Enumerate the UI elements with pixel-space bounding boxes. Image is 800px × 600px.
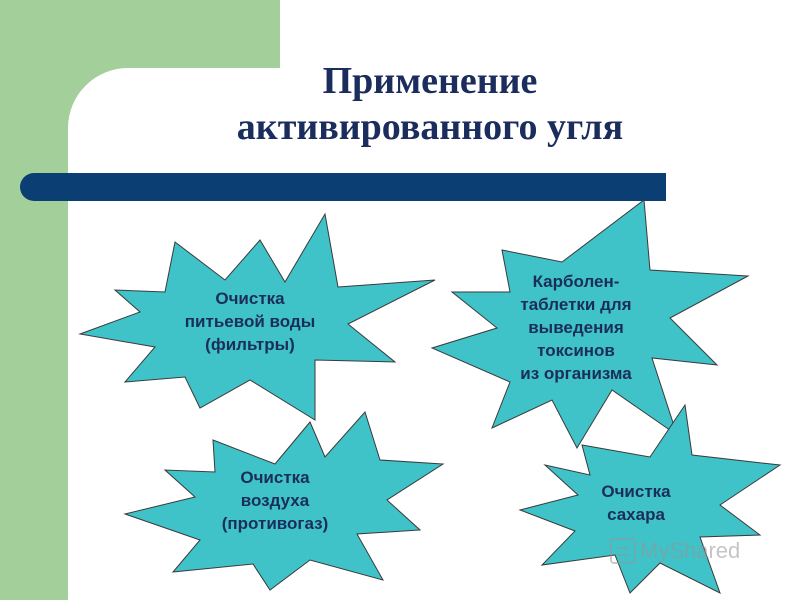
burst-air-text: Очистка воздуха (противогаз) (115, 466, 435, 535)
burst-line: из организма (520, 364, 632, 383)
slide-title: Применение активированного угля (150, 58, 710, 150)
burst-line: Очистка (215, 289, 285, 308)
burst-line: Очистка (240, 468, 310, 487)
burst-air-purification: Очистка воздуха (противогаз) (123, 411, 445, 592)
burst-line: питьевой воды (184, 312, 316, 331)
watermark: MyShared (610, 538, 740, 564)
burst-line: (противогаз) (221, 514, 329, 533)
presentation-icon (610, 538, 636, 564)
left-green-strip (0, 0, 68, 600)
burst-water-text: Очистка питьевой воды (фильтры) (70, 287, 430, 356)
burst-sugar-text: Очистка сахара (520, 480, 752, 526)
burst-line: выведения (528, 318, 624, 337)
burst-carbolen-text: Карболен- таблетки для выведения токсино… (402, 270, 750, 385)
starburst-shape (430, 199, 750, 450)
burst-sugar-purification: Очистка сахара (518, 403, 782, 595)
burst-line: воздуха (240, 491, 310, 510)
title-underline-bar (20, 173, 666, 201)
starburst-shape (78, 212, 436, 421)
burst-line: токсинов (537, 341, 615, 360)
burst-line: Карболен- (532, 272, 620, 291)
burst-water-purification: Очистка питьевой воды (фильтры) (78, 212, 440, 422)
title-line-2: активированного угля (236, 106, 624, 148)
burst-line: (фильтры) (205, 335, 295, 354)
burst-line: сахара (607, 505, 665, 524)
burst-line: таблетки для (520, 295, 632, 314)
title-line-1: Применение (322, 60, 538, 102)
burst-line: Очистка (601, 482, 671, 501)
burst-carbolen: Карболен- таблетки для выведения токсино… (430, 199, 750, 450)
watermark-text: MyShared (640, 538, 741, 563)
starburst-shape (123, 411, 445, 591)
starburst-shape (518, 403, 782, 595)
